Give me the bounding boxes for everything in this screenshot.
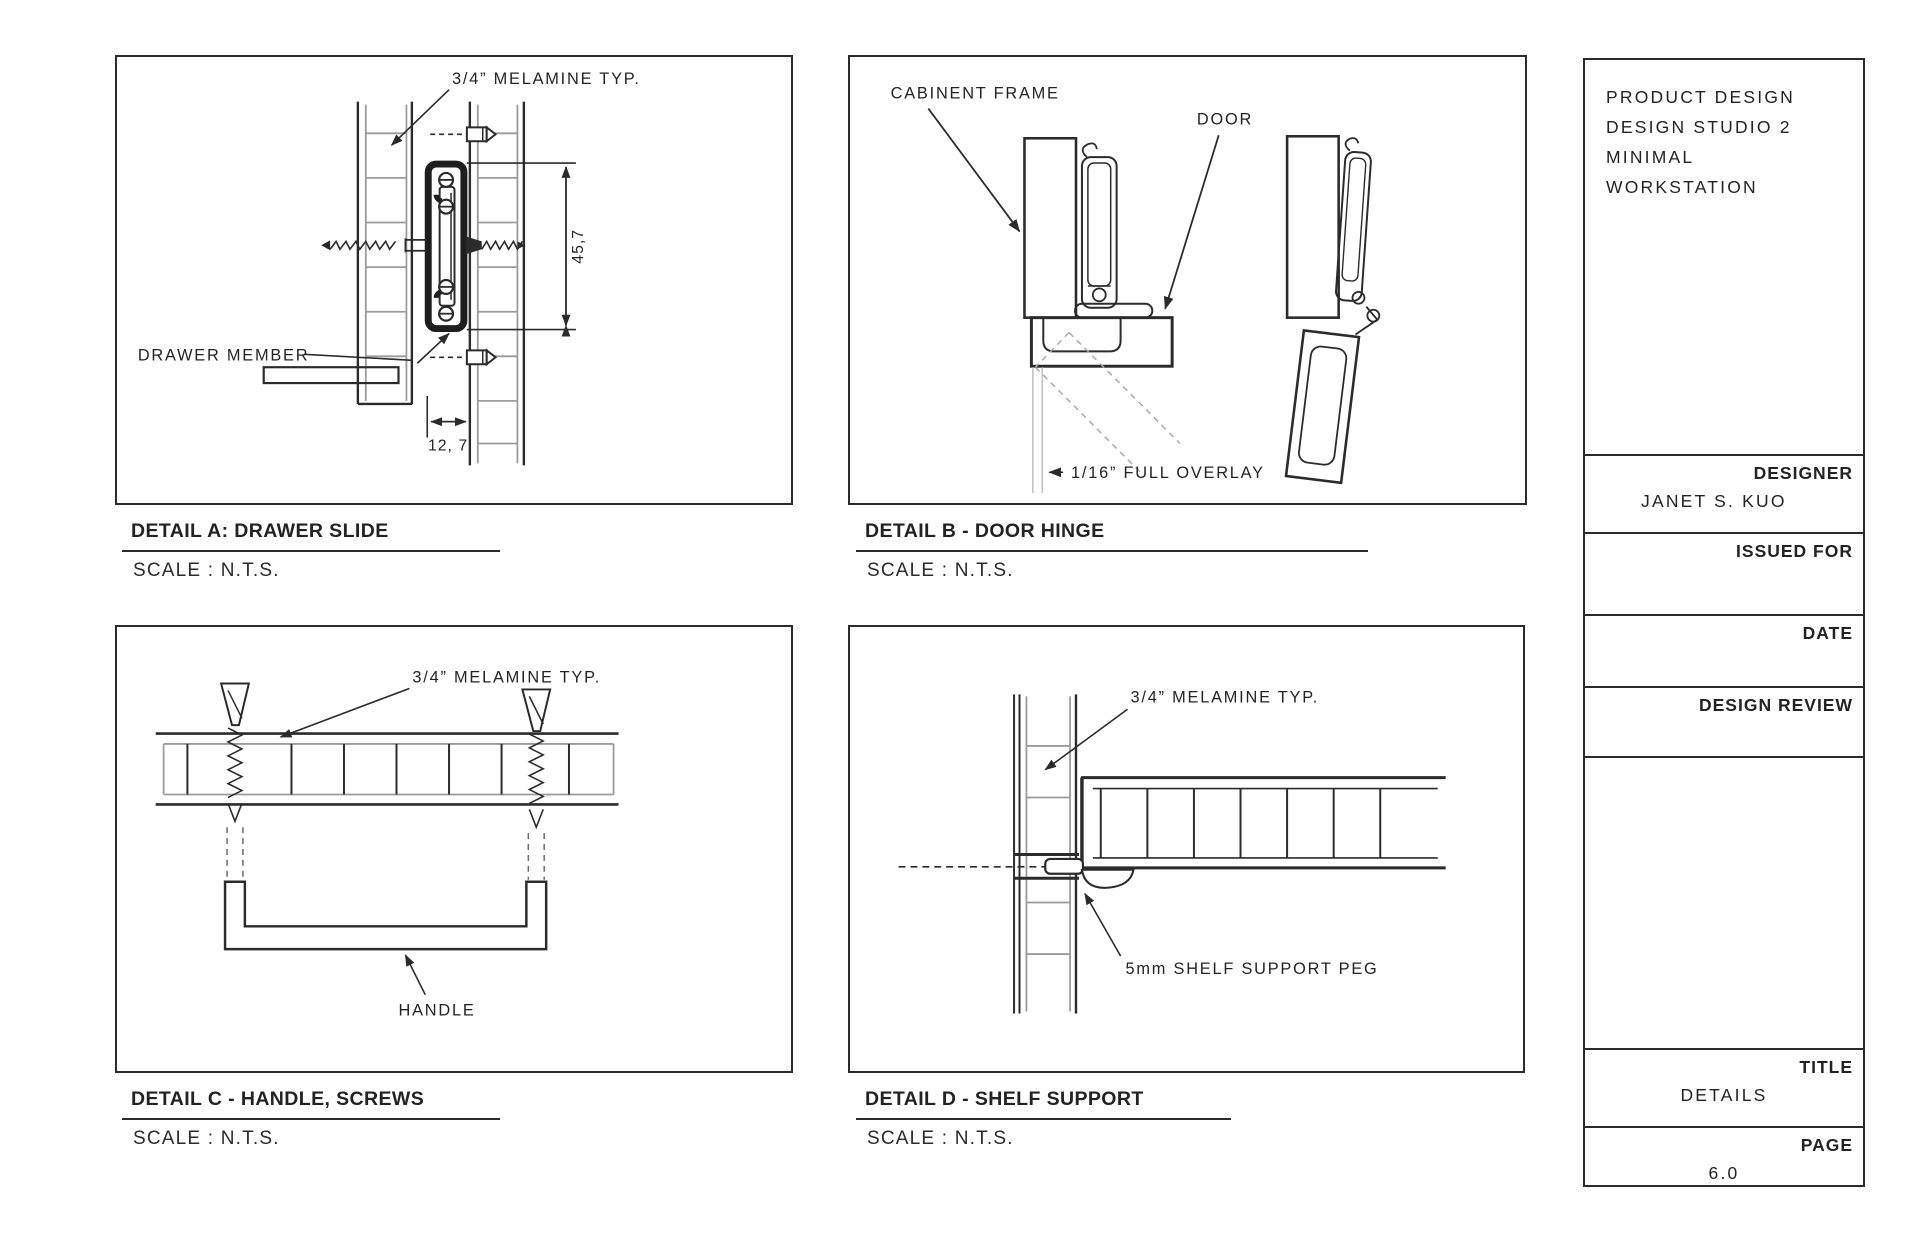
drawer-slide: [424, 160, 468, 333]
shelf-support-peg: [898, 857, 1135, 889]
page-value: 6.0: [1708, 1163, 1740, 1183]
melamine-leader-a: [390, 89, 450, 146]
date-label: DATE: [1802, 623, 1853, 643]
overlay-label: 1/16” FULL OVERLAY: [1071, 464, 1265, 482]
detail-d-drawing: 3/4” MELAMINE TYP. 5mm SHELF SUPPORT PEG: [898, 688, 1446, 1014]
hinge-closed: [1023, 136, 1174, 368]
melamine-label-d: 3/4” MELAMINE TYP.: [1131, 688, 1320, 706]
peg-label: 5mm SHELF SUPPORT PEG: [1126, 960, 1379, 978]
right-handle-screw: [521, 688, 552, 830]
drawer-member: [262, 332, 450, 385]
handle-label: HANDLE: [399, 1002, 476, 1020]
board-section: [155, 732, 619, 806]
designer-section: DESIGNER JANET S. KUO: [1585, 454, 1863, 532]
overlay-lines: [1032, 332, 1181, 494]
melamine-label-c: 3/4” MELAMINE TYP.: [412, 669, 601, 687]
issued-for-label: ISSUED FOR: [1736, 541, 1853, 561]
dowel-pin-bottom: [430, 348, 498, 367]
title-block: PRODUCT DESIGN DESIGN STUDIO 2 MINIMAL W…: [1583, 58, 1865, 1187]
right-board-section: [468, 101, 526, 466]
page-label: PAGE: [1800, 1135, 1853, 1155]
slide-screws: [438, 171, 455, 322]
door-label: DOOR: [1197, 110, 1253, 128]
detail-c-scale: SCALE : N.T.S.: [133, 1128, 280, 1149]
detail-a-scale: SCALE : N.T.S.: [133, 560, 280, 581]
detail-b-title: DETAIL B - DOOR HINGE: [856, 520, 1368, 552]
left-screw: [321, 238, 428, 253]
date-section: DATE: [1585, 614, 1863, 686]
detail-c-title: DETAIL C - HANDLE, SCREWS: [122, 1088, 500, 1120]
title-value: DETAILS: [1680, 1085, 1768, 1105]
left-handle-screw: [219, 682, 251, 824]
designer-value: JANET S. KUO: [1641, 491, 1787, 511]
dowel-pin-top: [430, 125, 498, 144]
handle-profile: [223, 880, 548, 951]
detail-b-drawing: CABINENT FRAME DOOR 1/16” FULL OVERLAY: [891, 85, 1381, 494]
handle-leader: [404, 954, 426, 996]
title-label: TITLE: [1799, 1057, 1853, 1077]
detail-a-panel: 45,7 12, 7 3/4” MELAMINE TYP. DRAWER MEM…: [115, 55, 793, 505]
melamine-label-a: 3/4” MELAMINE TYP.: [452, 70, 641, 88]
detail-d-caption: DETAIL D - SHELF SUPPORT SCALE : N.T.S.: [856, 1088, 1231, 1150]
page-section: PAGE 6.0: [1585, 1126, 1863, 1185]
design-review-label: DESIGN REVIEW: [1699, 695, 1853, 715]
detail-b-panel: CABINENT FRAME DOOR 1/16” FULL OVERLAY: [848, 55, 1527, 505]
shelf-section: [1080, 776, 1446, 870]
dim-width-text: 12, 7: [428, 437, 468, 454]
dim-height-text: 45,7: [570, 229, 587, 264]
issued-for-section: ISSUED FOR: [1585, 532, 1863, 614]
melamine-leader-d: [1044, 708, 1129, 771]
right-screw: [465, 236, 526, 255]
detail-c-panel: 3/4” MELAMINE TYP. HANDLE: [115, 625, 793, 1073]
detail-d-title: DETAIL D - SHELF SUPPORT: [856, 1088, 1231, 1120]
designer-label: DESIGNER: [1753, 463, 1853, 483]
dimension-127: 12, 7: [426, 395, 468, 454]
notes-blank-section: [1585, 756, 1863, 1048]
detail-a-caption: DETAIL A: DRAWER SLIDE SCALE : N.T.S.: [122, 520, 500, 582]
peg-flange: [1080, 868, 1135, 889]
detail-b-caption: DETAIL B - DOOR HINGE SCALE : N.T.S.: [856, 520, 1368, 582]
detail-d-panel: 3/4” MELAMINE TYP. 5mm SHELF SUPPORT PEG: [848, 625, 1525, 1073]
projection-lines: [226, 827, 545, 880]
title-section: TITLE DETAILS: [1585, 1048, 1863, 1126]
detail-b-scale: SCALE : N.T.S.: [867, 560, 1014, 581]
detail-c-caption: DETAIL C - HANDLE, SCREWS SCALE : N.T.S.: [122, 1088, 500, 1150]
detail-a-title: DETAIL A: DRAWER SLIDE: [122, 520, 500, 552]
left-board-section: [356, 101, 414, 406]
project-line-3: MINIMAL WORKSTATION: [1606, 147, 1758, 197]
hinge-open: [1284, 135, 1381, 485]
detail-a-drawing: 45,7 12, 7 3/4” MELAMINE TYP. DRAWER MEM…: [138, 70, 641, 466]
drawer-member-label: DRAWER MEMBER: [138, 346, 310, 364]
dimension-457: 45,7: [466, 162, 587, 337]
door-leader: [1163, 135, 1220, 310]
project-line-2: DESIGN STUDIO 2: [1606, 117, 1792, 137]
peg-leader: [1084, 892, 1122, 957]
project-line-1: PRODUCT DESIGN: [1606, 87, 1795, 107]
cabinet-frame-label: CABINENT FRAME: [891, 85, 1060, 103]
melamine-leader-c: [279, 687, 410, 738]
cabinet-frame-leader: [927, 108, 1021, 233]
detail-c-drawing: 3/4” MELAMINE TYP. HANDLE: [155, 669, 619, 1020]
cabinet-side-section: [1013, 694, 1079, 1014]
design-review-section: DESIGN REVIEW: [1585, 686, 1863, 756]
project-info: PRODUCT DESIGN DESIGN STUDIO 2 MINIMAL W…: [1585, 60, 1863, 454]
detail-d-scale: SCALE : N.T.S.: [867, 1128, 1014, 1149]
